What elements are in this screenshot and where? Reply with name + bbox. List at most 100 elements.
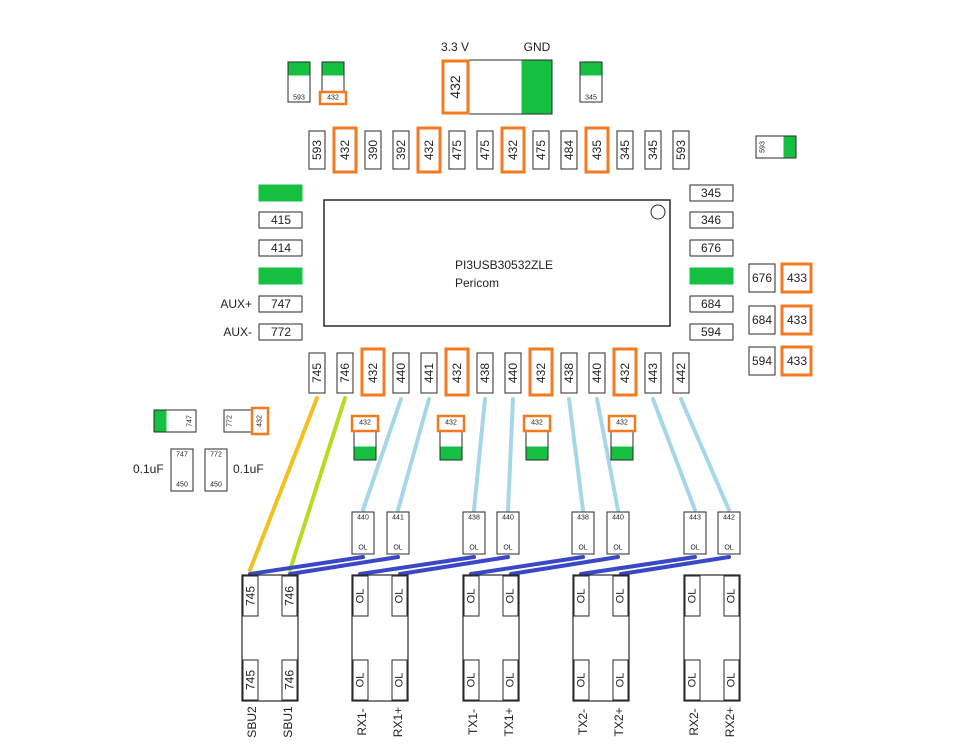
bottom-pin-1 [308,352,326,394]
bottom-pin-3-value: 432 [366,363,380,383]
right-pin-gnd-4 [689,267,734,285]
top-pin-1-value: 593 [310,140,324,160]
top-pin-4-value: 392 [394,140,408,160]
aux-cap-right-value: 0.1uF [233,462,264,476]
connector-3-label-pos: TX1+ [502,707,516,736]
top-cap-2-value: 432 [327,95,339,102]
top-pin-10-value: 484 [562,140,576,160]
right-resistor-2-a-value: 684 [752,313,772,327]
top-pin-13-value: 345 [646,140,660,160]
left-pin-6 [258,323,303,341]
bottom-cap-3-label-box [522,414,552,433]
bottom-pin-7-value: 438 [478,363,492,383]
aux-cap-h2-label-box [250,406,270,436]
top-cap-1-value: 593 [293,95,305,102]
right-pin-2 [689,211,734,229]
series-cap-6-value: 440 [612,515,624,522]
bottom-pin-9-value: 432 [534,363,548,383]
connector-5-pad-1-label: OL [687,589,699,604]
jumper-trace-6 [509,555,620,576]
bottom-pin-11-value: 440 [590,363,604,383]
left-pin-5-value: 747 [271,297,291,311]
top-pin-9 [532,130,550,170]
series-cap-6-label: OL [613,545,622,552]
bottom-pin-14-value: 442 [674,363,688,383]
signal-trace-1 [361,397,403,512]
right-pin-6-value: 594 [701,325,721,339]
top-pin-8 [500,126,526,174]
series-cap-3-value: 438 [468,515,480,522]
series-cap-4-value: 440 [502,515,514,522]
series-cap-8-label: OL [724,545,733,552]
bottom-pin-4 [392,352,410,394]
connector-3-pad-1-label: OL [466,589,478,604]
right-pin-5 [689,295,734,313]
connector-2-pad-2 [391,575,408,617]
bottom-cap-2-pad [440,446,462,460]
jumper-trace-3 [358,555,476,576]
right-pin-2-value: 346 [701,213,721,227]
connector-1-pad-2-label: 746 [283,586,297,606]
jumper-trace-2 [288,555,400,576]
series-cap-5 [571,511,595,555]
bottom-pin-6-value: 432 [450,363,464,383]
power-pad-gnd [521,60,552,114]
bottom-pin-13 [644,352,662,394]
series-cap-1 [351,511,375,555]
top-pin-7-value: 475 [478,140,492,160]
bottom-pin-14 [672,352,690,394]
aux-cap-v1 [170,448,194,492]
top-pin-14-value: 593 [674,140,688,160]
left-pin-3 [258,239,303,257]
right-resistor-3-a-value: 594 [752,354,772,368]
connector-2-pad-2-label: OL [394,589,406,604]
top-pin-3 [364,130,382,170]
series-cap-6 [606,511,630,555]
top-cap-3-pad [580,62,602,76]
top-pin-4 [392,130,410,170]
left-pin-6-value: 772 [271,325,291,339]
series-cap-2 [386,511,410,555]
aux-cap-h2-value-b: 432 [257,415,264,427]
aux-cap-h1-value: 747 [187,415,194,427]
connector-5-pad-3 [684,659,701,701]
bottom-cap-3-pad [526,446,548,460]
series-cap-5-value: 438 [577,515,589,522]
top-cap-3-value: 345 [585,95,597,102]
right-resistor-1-a-value: 676 [752,271,772,285]
top-pin-9-value: 475 [534,140,548,160]
right-resistor-3-a [748,346,776,376]
connector-5-pad-4-label: OL [726,673,738,688]
right-cap-pad [783,136,796,158]
vcc-label: 3.3 V [441,40,469,54]
top-pin-12-value: 345 [618,140,632,160]
left-pin-5 [258,295,303,313]
connector-4-label-pos: TX2+ [612,707,626,736]
power-pad-vcc [441,59,470,115]
right-resistor-3-b [780,345,813,377]
bottom-pin-8-value: 440 [506,363,520,383]
series-cap-7 [683,511,707,555]
top-pin-12 [616,130,634,170]
jumper-trace-7 [579,555,697,576]
right-resistor-1-a [748,263,776,293]
aux-cap-left-value: 0.1uF [133,462,164,476]
connector-5-label-neg: RX2- [687,708,701,735]
connector-3-label-neg: TX1- [466,709,480,735]
connector-1-pad-3-label: 745 [244,670,258,690]
top-pin-2-value: 432 [338,140,352,160]
top-pin-5-value: 432 [422,140,436,160]
bottom-pin-1-value: 745 [310,363,324,383]
bottom-cap-4-value: 432 [616,420,628,427]
right-pin-3-value: 676 [701,241,721,255]
left-pin-3-value: 414 [271,241,291,255]
right-pin-6 [689,323,734,341]
series-cap-7-value: 443 [689,515,701,522]
signal-trace-3 [472,397,487,512]
top-pin-11-value: 435 [590,140,604,160]
top-pin-5 [416,126,442,174]
bottom-pin-11 [588,352,606,394]
connector-2-pad-4-label: OL [394,673,406,688]
connector-4-pad-2 [612,575,629,617]
bottom-pin-4-value: 440 [394,363,408,383]
